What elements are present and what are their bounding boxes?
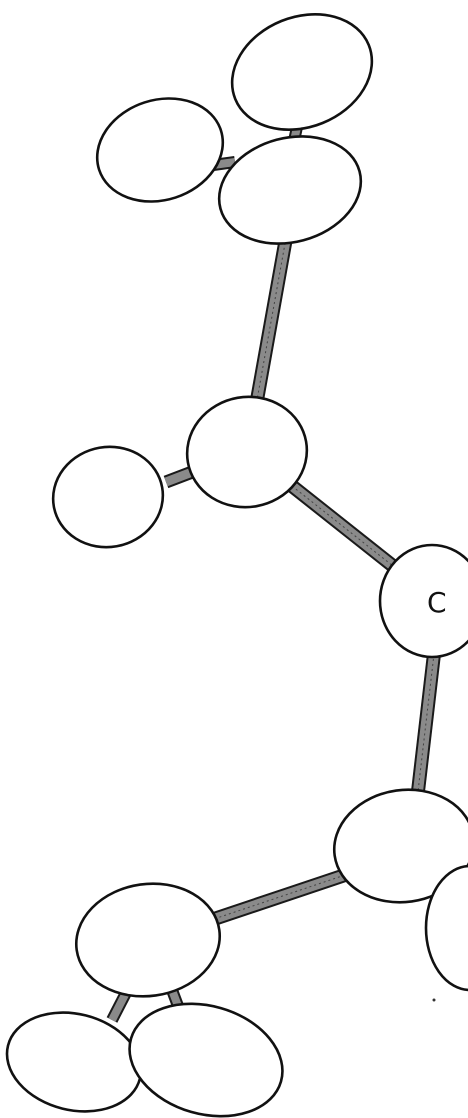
atom-ch-carbon [185, 395, 309, 509]
atom-lower-methyl-right [128, 1002, 284, 1118]
atom-upper-hydrogen [51, 445, 165, 549]
bond-to-central [287, 480, 403, 576]
atom-lower-carbon [332, 788, 468, 904]
atom-top-left [95, 97, 225, 203]
atom-central [378, 543, 468, 659]
bond-upper-chain [250, 236, 293, 402]
speck-mark [432, 998, 436, 1002]
atom-top-upper [230, 13, 374, 131]
atom-lower-right-partial [424, 864, 468, 992]
atom-top-carbon [217, 135, 363, 245]
atom-lower-left-carbon [74, 882, 222, 998]
atom-lower-methyl-left [5, 1011, 143, 1113]
bond-lower-chain [211, 865, 357, 926]
bonds [106, 125, 466, 1023]
central-atom-label: C [427, 586, 447, 619]
bond-central-lower [410, 653, 441, 801]
